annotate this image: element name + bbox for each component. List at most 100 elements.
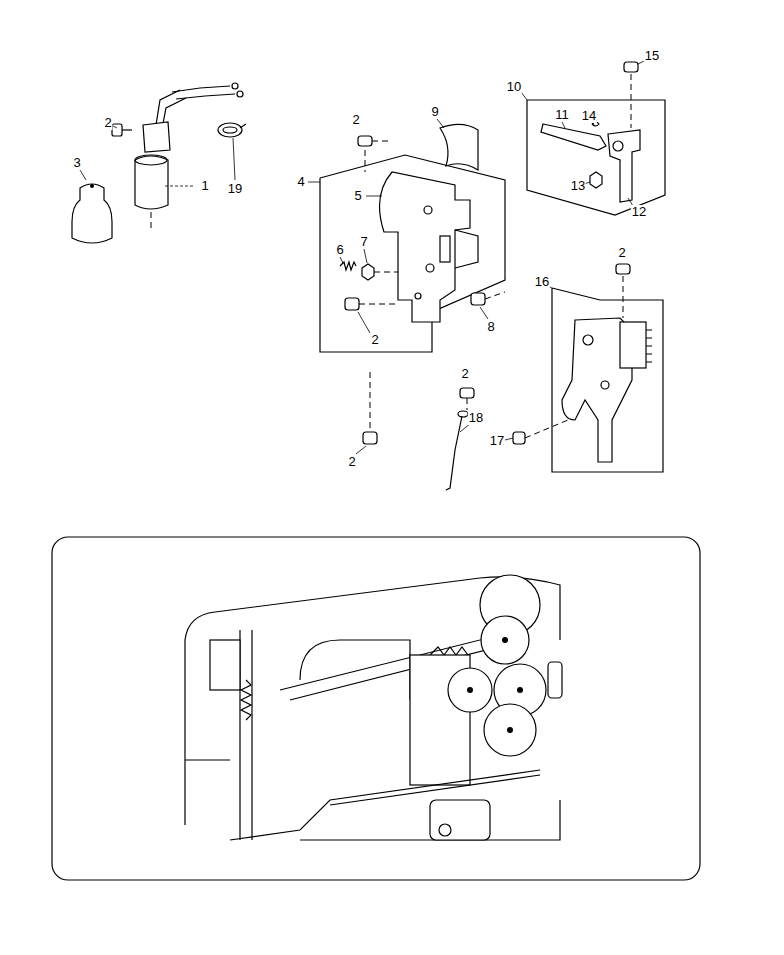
screw-head (112, 124, 122, 136)
callout-number: 2 (370, 333, 379, 347)
lamp-socket (135, 83, 243, 232)
bracket-hole (613, 141, 623, 151)
machine-base (185, 760, 560, 840)
callout-number: 6 (335, 243, 344, 257)
needle-bar (240, 630, 252, 840)
shield-outline (440, 124, 478, 170)
callout-number: 15 (644, 49, 660, 63)
mounting-plate (366, 172, 478, 322)
leader-line (113, 126, 117, 128)
leader-line (233, 138, 235, 180)
wire (446, 416, 462, 490)
lever-arm (541, 124, 606, 150)
screw-shank (122, 129, 132, 130)
callout-number: 2 (103, 116, 112, 130)
shaft-spring (430, 647, 468, 655)
screw-head (460, 388, 474, 398)
plate-hole (415, 293, 421, 299)
gear-housing (620, 322, 646, 368)
plate-slot (440, 236, 450, 262)
light-bulb (72, 170, 112, 243)
assembly-line (623, 276, 624, 318)
callout-number: 8 (486, 320, 495, 334)
leader-line (562, 122, 565, 128)
wire-terminal (237, 91, 243, 97)
callout-number: 5 (353, 189, 362, 203)
screw (345, 298, 398, 333)
knob (548, 662, 562, 698)
screw-head (345, 298, 359, 310)
machine-inset (52, 537, 700, 880)
group-outline (320, 155, 505, 352)
drive-bracket-assembly (505, 264, 663, 472)
assembly-line (365, 150, 366, 172)
callout-number: 18 (468, 411, 484, 425)
callout-number: 14 (581, 109, 597, 123)
gear-wheel (481, 616, 529, 664)
screw-head (471, 293, 485, 305)
leader-line (505, 438, 513, 440)
clip-tab (240, 124, 246, 128)
callout-number: 2 (347, 455, 356, 469)
socket-body (135, 156, 168, 209)
bulb-contact (90, 184, 94, 188)
assembly-line (374, 272, 398, 273)
assembly-line (525, 420, 568, 438)
callout-number: 13 (570, 179, 586, 193)
screw-head (616, 264, 630, 274)
gear-wheel (484, 704, 536, 756)
callout-number: 10 (506, 80, 522, 94)
callout-number: 2 (351, 113, 360, 127)
assembly-bracket (308, 155, 505, 352)
screw (358, 136, 392, 172)
wheel-hub (517, 687, 523, 693)
socket-bracket (143, 122, 170, 152)
screw (471, 292, 505, 319)
callout-number: 2 (460, 367, 469, 381)
leader-line (480, 307, 488, 319)
hex-nut (590, 172, 602, 188)
screw-head (513, 432, 525, 444)
callout-number: 1 (200, 179, 209, 193)
screw-head (363, 432, 377, 444)
screw (356, 372, 377, 454)
leader-line (80, 170, 86, 180)
callout-number: 11 (554, 108, 570, 122)
bracket-hole (583, 335, 593, 345)
assembly-line (359, 304, 398, 305)
group-outline (552, 288, 663, 472)
callout-number: 2 (617, 246, 626, 260)
hex-nut (362, 264, 374, 280)
ground-wire (446, 388, 474, 490)
arm-cutout (300, 640, 410, 700)
callout-number: 19 (227, 182, 243, 196)
callout-number: 12 (631, 205, 647, 219)
wheel-hub (507, 727, 513, 733)
gear-wheel (448, 668, 492, 712)
lever-bracket (608, 130, 640, 202)
callout-number: 4 (296, 175, 305, 189)
plate-flange (455, 230, 478, 268)
leader-line (364, 249, 367, 263)
wire-terminal (232, 83, 238, 89)
assembly-line (631, 74, 632, 128)
leader-line (358, 312, 370, 333)
thread-guide-plate (210, 640, 240, 690)
assembly-line (372, 141, 392, 142)
inset-frame (52, 537, 700, 880)
screw-head (624, 62, 638, 72)
bracket-hole (601, 381, 609, 389)
clip-ring (223, 127, 237, 133)
bar-spring (241, 680, 251, 720)
plate-hole (424, 206, 432, 214)
leader-line (340, 257, 343, 263)
assembly-line (485, 292, 505, 299)
plate-outline (380, 172, 471, 322)
wheel-hub (467, 687, 473, 693)
lower-shaft (230, 770, 540, 840)
callout-number: 17 (489, 434, 505, 448)
assembly-line (370, 372, 371, 430)
screw (112, 124, 132, 136)
